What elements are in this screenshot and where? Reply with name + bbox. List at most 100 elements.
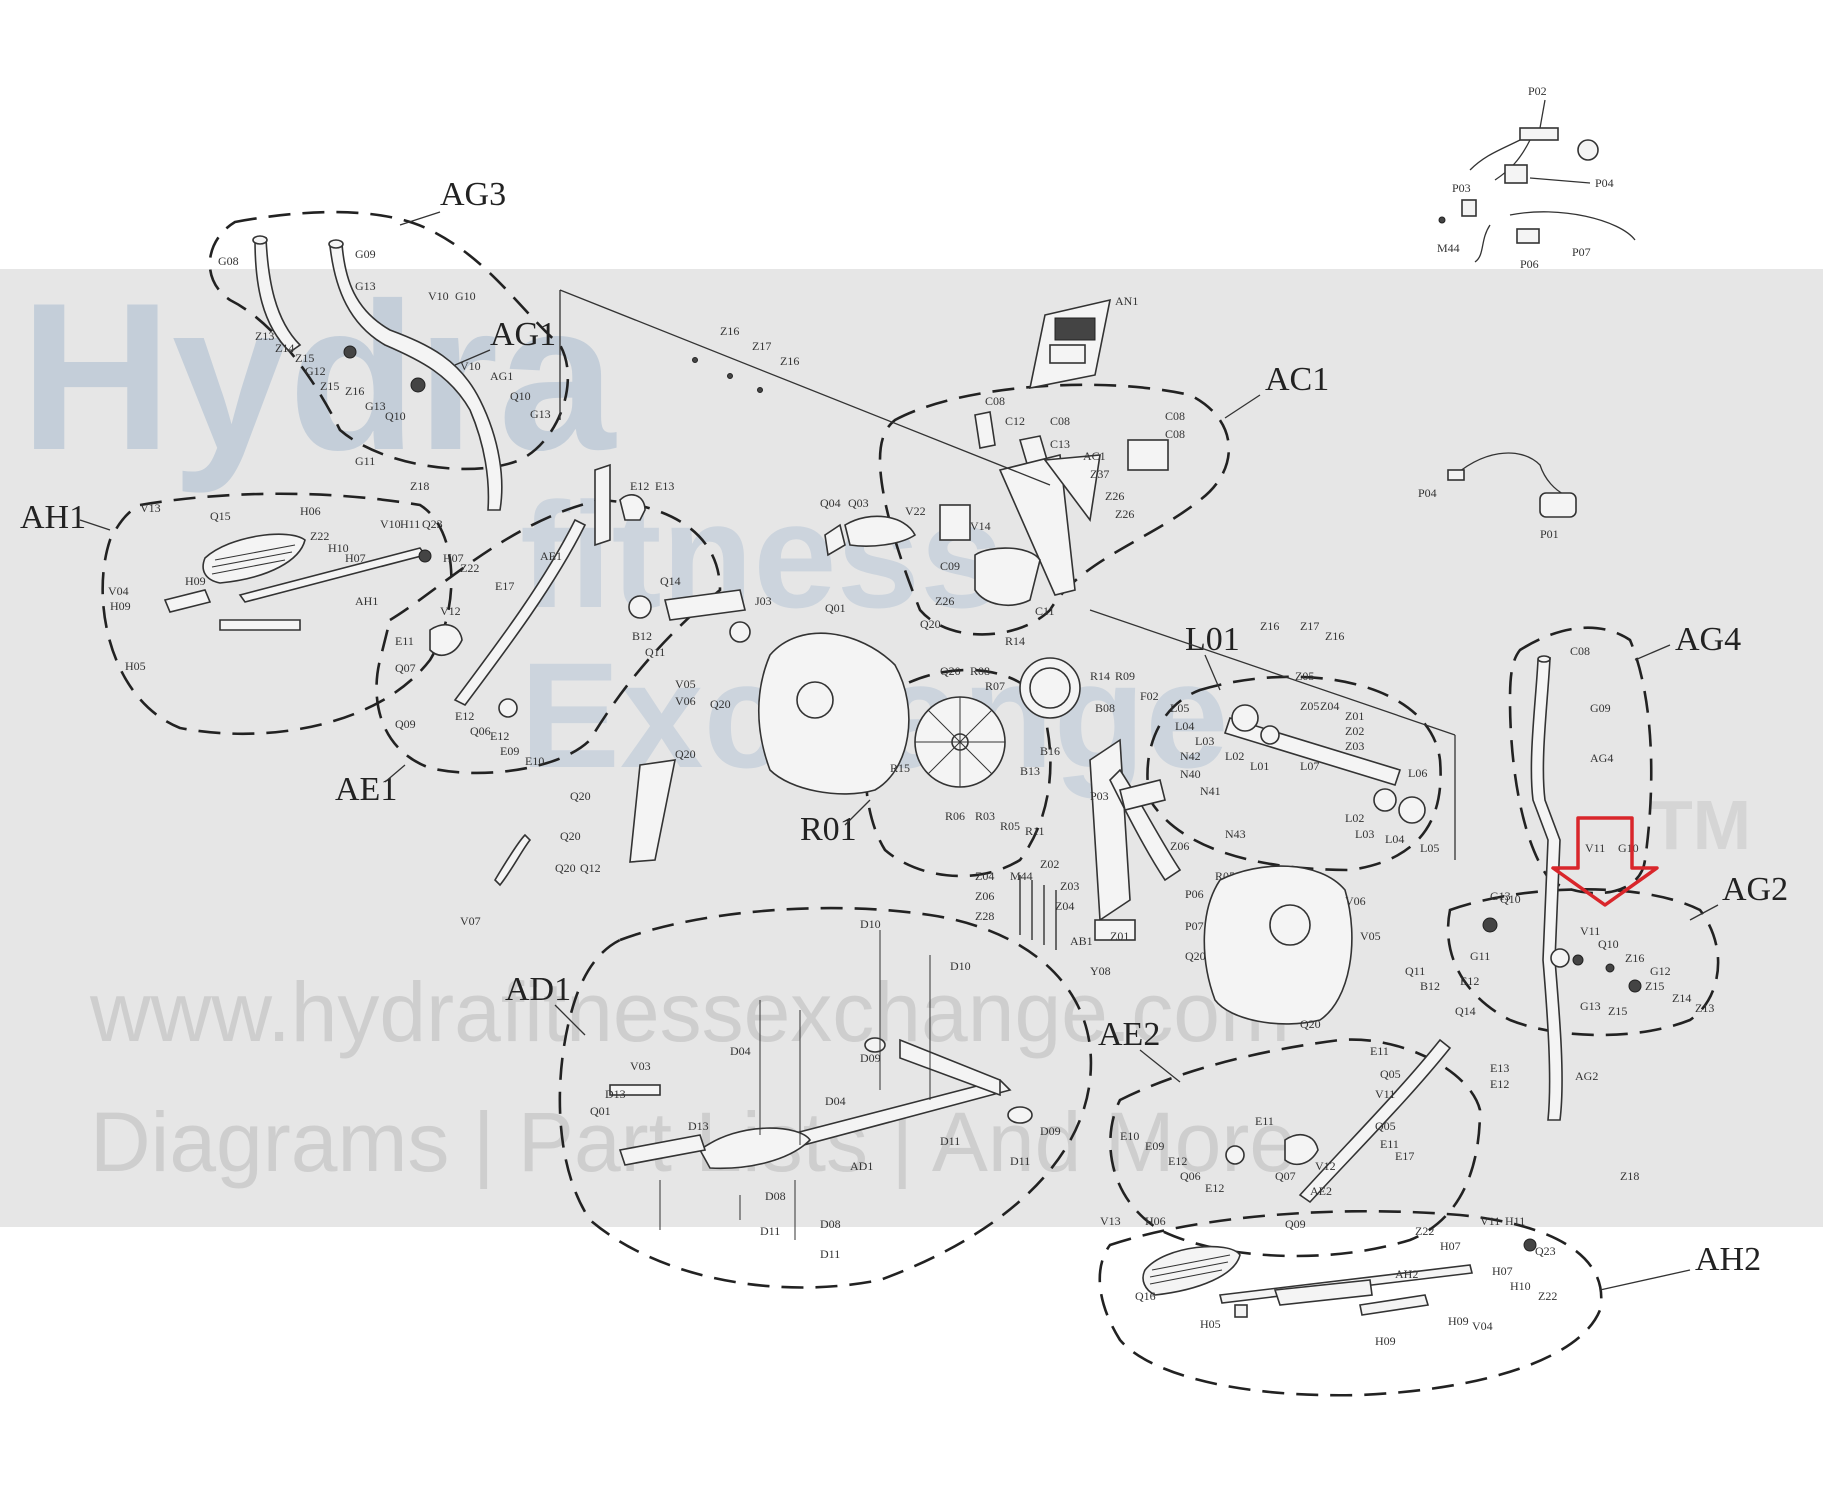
svg-text:G13: G13 (530, 407, 551, 421)
handlebar-assembly-left: G08 G09 G13 V10 G10 Z13 Z14 Z15 G12 Z15 … (218, 235, 551, 511)
svg-text:Z15: Z15 (320, 379, 339, 393)
svg-text:V11: V11 (1580, 924, 1600, 938)
svg-text:B12: B12 (1420, 979, 1440, 993)
svg-text:Z28: Z28 (975, 909, 994, 923)
svg-text:V10: V10 (380, 517, 401, 531)
main-frame: B16 B13 B08 F02 N42 N40 N41 N43 R05 Z06 … (1010, 689, 1246, 978)
svg-text:D09: D09 (860, 1051, 881, 1065)
console-an1: AN1 (1028, 294, 1138, 390)
svg-text:C08: C08 (1165, 409, 1185, 423)
svg-text:Z02: Z02 (1345, 724, 1364, 738)
svg-text:R06: R06 (945, 809, 965, 823)
svg-text:H09: H09 (1448, 1314, 1469, 1328)
svg-text:L05: L05 (1420, 841, 1439, 855)
svg-text:G11: G11 (1470, 949, 1490, 963)
svg-text:Z02: Z02 (1040, 857, 1059, 871)
svg-text:M44: M44 (1010, 869, 1033, 883)
svg-text:Q10: Q10 (385, 409, 406, 423)
svg-text:E17: E17 (495, 579, 514, 593)
svg-text:Q07: Q07 (1275, 1169, 1296, 1183)
svg-text:L06: L06 (1408, 766, 1427, 780)
svg-text:G09: G09 (355, 247, 376, 261)
svg-text:H06: H06 (300, 504, 321, 518)
svg-text:Q06: Q06 (470, 724, 491, 738)
svg-text:N43: N43 (1225, 827, 1246, 841)
label-r01: R01 (800, 811, 857, 848)
svg-text:N40: N40 (1180, 767, 1201, 781)
svg-text:Q01: Q01 (590, 1104, 611, 1118)
crank-assembly-left: E12 E13 Q14 B12 Q11 V05 V06 Q20 J03 (594, 463, 772, 711)
svg-text:E09: E09 (1145, 1139, 1164, 1153)
svg-text:E12: E12 (1460, 974, 1479, 988)
svg-text:Z17: Z17 (1300, 619, 1319, 633)
watermark-logo-line1: Hydra (20, 259, 616, 494)
svg-text:Z14: Z14 (275, 341, 294, 355)
group-outline-ah2 (1098, 1209, 1603, 1397)
watermark-tm: TM (1650, 786, 1752, 864)
svg-text:Q09: Q09 (1285, 1217, 1306, 1231)
svg-text:L04: L04 (1385, 832, 1404, 846)
svg-text:Z01: Z01 (1345, 709, 1364, 723)
svg-text:L01: L01 (1250, 759, 1269, 773)
svg-text:N42: N42 (1180, 749, 1201, 763)
svg-text:V05: V05 (675, 677, 696, 691)
svg-text:E09: E09 (500, 744, 519, 758)
svg-text:Z26: Z26 (1105, 489, 1124, 503)
svg-text:V10: V10 (428, 289, 449, 303)
svg-text:C08: C08 (1165, 427, 1185, 441)
svg-text:D08: D08 (765, 1189, 786, 1203)
svg-text:V11: V11 (1585, 841, 1605, 855)
frame-guide-lines: Z16 Z17 Z16 (559, 289, 1456, 860)
svg-text:D11: D11 (820, 1247, 840, 1261)
svg-text:R05: R05 (1000, 819, 1020, 833)
svg-text:V11: V11 (1375, 1087, 1395, 1101)
svg-text:Q09: Q09 (395, 717, 416, 731)
svg-text:Z05: Z05 (1300, 699, 1319, 713)
svg-text:Z16: Z16 (1625, 951, 1644, 965)
svg-text:H05: H05 (125, 659, 146, 673)
svg-text:Z16: Z16 (345, 384, 364, 398)
svg-text:G13: G13 (365, 399, 386, 413)
svg-text:Z26: Z26 (1115, 507, 1134, 521)
svg-text:V06: V06 (675, 694, 696, 708)
svg-text:D08: D08 (820, 1217, 841, 1231)
svg-text:R14: R14 (1005, 634, 1025, 648)
svg-text:Z17: Z17 (752, 339, 771, 353)
svg-text:P04: P04 (1418, 486, 1437, 500)
svg-text:N41: N41 (1200, 784, 1221, 798)
group-outline-ac1 (878, 383, 1231, 636)
svg-text:Z06: Z06 (1170, 839, 1189, 853)
svg-text:H11: H11 (1505, 1214, 1525, 1228)
svg-text:R14: R14 (1090, 669, 1110, 683)
svg-text:B16: B16 (1040, 744, 1060, 758)
svg-text:P06: P06 (1520, 257, 1539, 271)
group-outline-ah1 (101, 492, 453, 736)
svg-text:H09: H09 (1375, 1334, 1396, 1348)
svg-text:G11: G11 (355, 454, 375, 468)
svg-text:D09: D09 (1040, 1124, 1061, 1138)
svg-text:AH1: AH1 (355, 594, 378, 608)
svg-text:Q20: Q20 (710, 697, 731, 711)
svg-text:L03: L03 (1195, 734, 1214, 748)
svg-text:AG1: AG1 (490, 369, 513, 383)
svg-text:D10: D10 (860, 917, 881, 931)
svg-text:Q20: Q20 (1300, 1017, 1321, 1031)
svg-text:H10: H10 (328, 541, 349, 555)
svg-text:Z15: Z15 (295, 351, 314, 365)
group-outline-ag4 (1508, 626, 1653, 895)
shroud-right: V06 Q20 Q20 V05 Q11 B12 Q14 (1185, 865, 1476, 1031)
label-ah2: AH2 (1695, 1241, 1761, 1278)
svg-text:Q11: Q11 (645, 645, 665, 659)
svg-text:F02: F02 (1140, 689, 1159, 703)
svg-text:V10: V10 (460, 359, 481, 373)
label-ae1: AE1 (335, 771, 397, 808)
svg-text:G13: G13 (355, 279, 376, 293)
svg-text:D13: D13 (688, 1119, 709, 1133)
svg-text:H07: H07 (443, 551, 464, 565)
svg-text:P06: P06 (1185, 887, 1204, 901)
svg-text:AG4: AG4 (1590, 751, 1613, 765)
svg-text:L04: L04 (1175, 719, 1194, 733)
arm-assembly-right: E11 E10 E09 E12 Q06 E12 Q07 AE2 V12 Q09 … (1120, 974, 1509, 1231)
flywheel-r01: R14 R08 R07 R14 R09 R15 R06 R03 R05 R11 (890, 634, 1135, 838)
svg-text:E12: E12 (455, 709, 474, 723)
